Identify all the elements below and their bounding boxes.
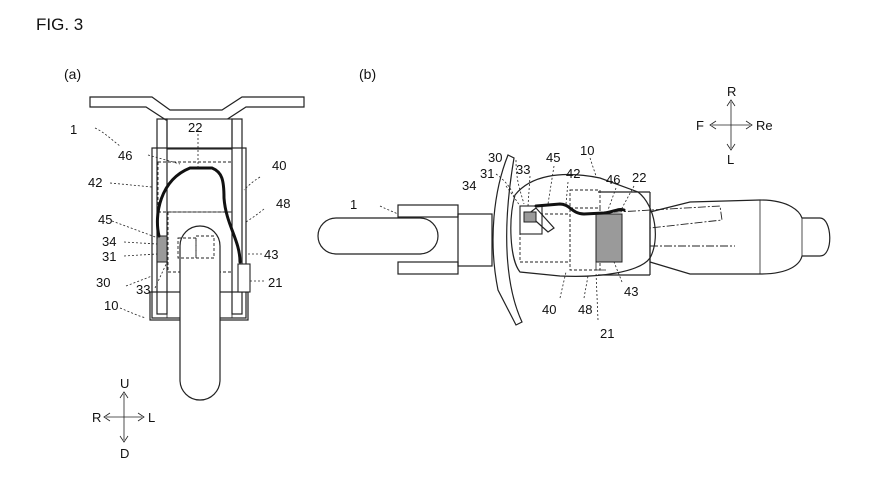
figure-title: FIG. 3: [36, 15, 83, 34]
front-wheel: [179, 225, 221, 401]
label-a-45: 45: [98, 212, 112, 227]
cable-harness-a: [155, 166, 242, 264]
label-b-45: 45: [546, 150, 560, 165]
label-a-1: 1: [70, 122, 77, 137]
label-b-34: 34: [462, 178, 476, 193]
label-a-22: 22: [188, 120, 202, 135]
compass-b-down: L: [727, 152, 734, 167]
label-a-31: 31: [102, 249, 116, 264]
front-wheel-top: [317, 217, 439, 255]
label-b-31: 31: [480, 166, 494, 181]
label-a-10: 10: [104, 298, 118, 313]
label-a-21: 21: [268, 275, 282, 290]
label-b-43: 43: [624, 284, 638, 299]
panel-a-label: (a): [64, 66, 81, 82]
battery-21: [237, 263, 251, 293]
label-b-46: 46: [606, 172, 620, 187]
label-a-42: 42: [88, 175, 102, 190]
battery-grey: [595, 213, 623, 263]
handlebar-top: [492, 154, 523, 326]
compass-a-left: R: [92, 410, 101, 425]
label-a-40: 40: [272, 158, 286, 173]
compass-a-right: L: [148, 410, 155, 425]
cable-harness-b: [534, 202, 626, 216]
compass-b-up: R: [727, 84, 736, 99]
compass-b-left: F: [696, 118, 704, 133]
label-a-43: 43: [264, 247, 278, 262]
label-a-46: 46: [118, 148, 132, 163]
direction-compass-a: U D R L: [92, 376, 155, 461]
label-a-30: 30: [96, 275, 110, 290]
label-a-48: 48: [276, 196, 290, 211]
top-view: 30 45 10 33 42 46 22 34 31 1 43 40 48 21: [317, 143, 831, 341]
handlebar: [89, 96, 305, 121]
label-b-1: 1: [350, 197, 357, 212]
rear-body: [649, 199, 831, 275]
label-b-42: 42: [566, 166, 580, 181]
compass-b-right: Re: [756, 118, 773, 133]
label-b-30: 30: [488, 150, 502, 165]
panel-b-label: (b): [359, 66, 376, 82]
label-b-22: 22: [632, 170, 646, 185]
label-b-21: 21: [600, 326, 614, 341]
compass-a-up: U: [120, 376, 129, 391]
label-b-40: 40: [542, 302, 556, 317]
front-view: 1 22 46 40 42 48 45 34 31 43 30 33 21 10: [70, 96, 305, 401]
compass-a-down: D: [120, 446, 129, 461]
label-a-33: 33: [136, 282, 150, 297]
label-a-34: 34: [102, 234, 116, 249]
label-b-48: 48: [578, 302, 592, 317]
component-31: [156, 235, 168, 263]
label-b-33: 33: [516, 162, 530, 177]
direction-compass-b: R L F Re: [696, 84, 773, 167]
label-b-10: 10: [580, 143, 594, 158]
